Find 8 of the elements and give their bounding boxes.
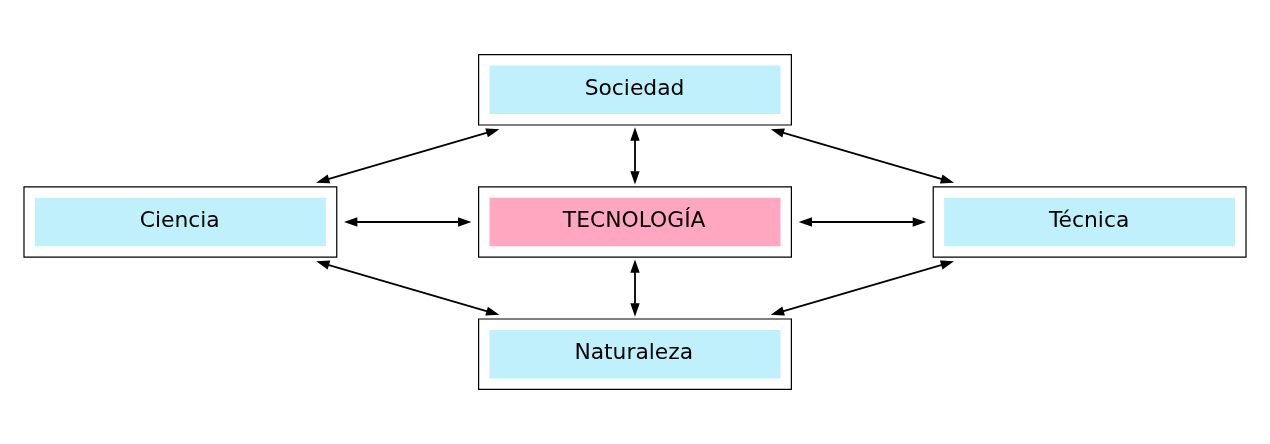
arrow [770, 260, 954, 316]
arrow [316, 128, 500, 184]
arrow [798, 217, 927, 227]
arrow [344, 217, 472, 227]
arrow [630, 259, 640, 317]
arrow [770, 128, 954, 184]
arrow [316, 260, 500, 316]
arrow [630, 127, 640, 185]
